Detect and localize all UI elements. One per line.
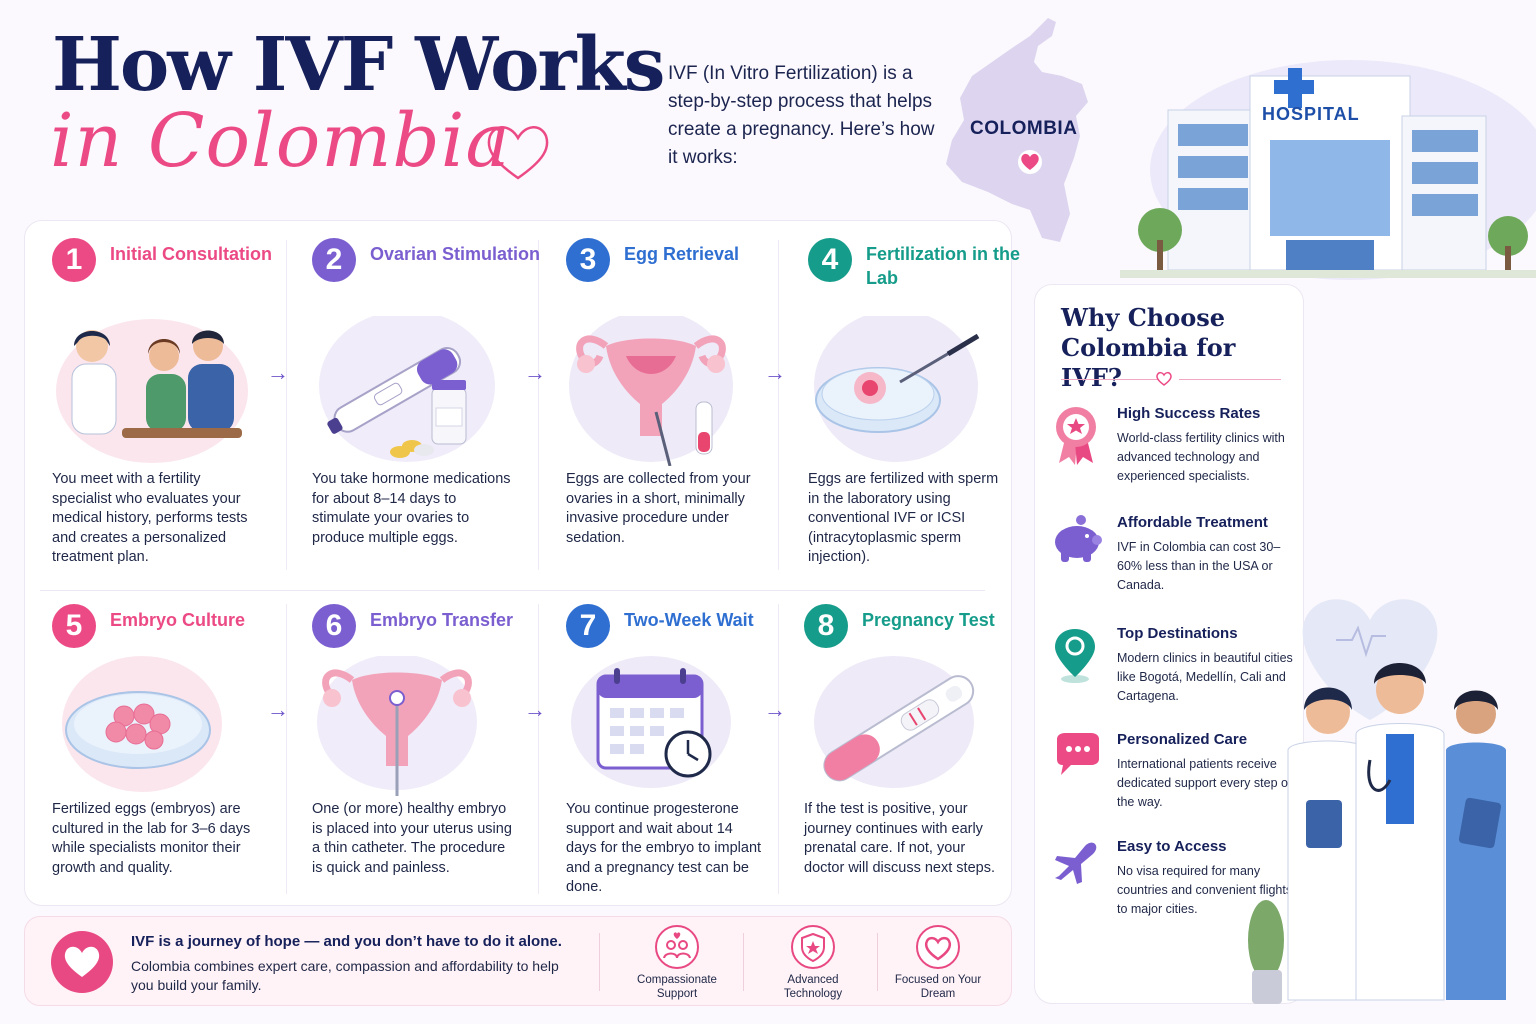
badge-label: Advanced Technology: [783, 974, 843, 1000]
airplane-icon: [1055, 842, 1097, 884]
award-ribbon-icon: [1056, 407, 1096, 465]
step-number: 1: [52, 238, 96, 282]
petri-dish-illustration: [814, 316, 980, 462]
heart-badge: [51, 931, 113, 993]
column-divider: [538, 240, 539, 570]
heart-icon: [64, 946, 100, 977]
arrow-right-icon: →: [764, 360, 786, 385]
title-divider: [1179, 379, 1281, 380]
step-title: Initial Consultation: [110, 244, 272, 264]
why-item-text: World-class fertility clinics with advan…: [1117, 431, 1285, 483]
badge-label: Compassionate Support: [637, 974, 717, 1000]
step-description: Eggs are fertilized with sperm in the la…: [808, 471, 999, 565]
transfer-illustration: [317, 656, 477, 796]
step-number: 6: [312, 604, 356, 648]
consultation-illustration: [56, 319, 248, 463]
banner-text: Colombia combines expert care, compassio…: [131, 958, 559, 993]
why-title: Why Choose Colombia for IVF?: [1061, 303, 1236, 392]
step-number: 8: [804, 604, 848, 648]
step-description: Eggs are collected from your ovaries in …: [566, 471, 751, 546]
heart-outline-icon: [1156, 371, 1172, 386]
column-divider: [286, 604, 287, 894]
step-number: 4: [808, 238, 852, 282]
step-title: Egg Retrieval: [624, 244, 740, 264]
badge-focused-on-your-dream: Focused on Your Dream: [883, 925, 993, 1001]
page-title: How IVF Works: [52, 22, 665, 108]
step-description: If the test is positive, your journey co…: [804, 801, 995, 876]
step-description: You continue progesterone support and wa…: [566, 801, 762, 895]
step-title: Ovarian Stimulation: [370, 244, 541, 264]
arrow-right-icon: →: [267, 697, 289, 722]
step-number: 2: [312, 238, 356, 282]
hospital-building-illustration: [1120, 60, 1536, 280]
step-description: One (or more) healthy embryo is placed i…: [312, 801, 512, 876]
calendar-illustration: [571, 656, 731, 788]
why-item-text: IVF in Colombia can cost 30–60% less tha…: [1117, 540, 1281, 592]
column-divider: [778, 604, 779, 894]
badge-label: Focused on Your Dream: [894, 974, 982, 1000]
colombia-map-illustration: [946, 18, 1088, 242]
badge-compassionate-support: Compassionate Support: [622, 925, 732, 1001]
medical-team-illustration: [1248, 599, 1506, 1004]
step-title: Two-Week Wait: [624, 610, 754, 630]
embryo-dish-illustration: [62, 656, 222, 792]
intro-text: IVF (In Vitro Fertilization) is a step-b…: [668, 63, 935, 168]
column-divider: [538, 604, 539, 894]
column-divider: [286, 240, 287, 570]
step-title: Embryo Transfer: [370, 610, 514, 630]
arrow-right-icon: →: [764, 697, 786, 722]
banner-title: IVF is a journey of hope — and you don’t…: [131, 933, 562, 950]
step-title: Pregnancy Test: [862, 610, 995, 630]
heart-icon: [924, 936, 952, 961]
why-item-text: Modern clinics in beautiful cities like …: [1117, 651, 1293, 703]
column-divider: [778, 240, 779, 570]
why-item-text: No visa required for many countries and …: [1117, 864, 1293, 916]
banner-divider: [743, 933, 744, 991]
arrow-right-icon: →: [267, 360, 289, 385]
hospital-sign: HOSPITAL: [1262, 104, 1360, 124]
banner-divider: [877, 933, 878, 991]
why-item-text: International patients receive dedicated…: [1117, 757, 1292, 809]
banner-divider: [599, 933, 600, 991]
why-item-title: Easy to Access: [1117, 838, 1227, 855]
step-description: Fertilized eggs (embryos) are cultured i…: [52, 801, 251, 876]
step-number: 7: [566, 604, 610, 648]
arrow-right-icon: →: [524, 697, 546, 722]
why-item-title: Affordable Treatment: [1117, 514, 1268, 531]
heart-outline-icon: [487, 126, 549, 180]
piggy-bank-icon: [1055, 515, 1102, 562]
row-divider: [40, 590, 985, 591]
why-choose-card: Why Choose Colombia for IVF? High Succes…: [1034, 284, 1304, 1004]
why-item-title: Top Destinations: [1117, 625, 1238, 642]
badge-advanced-technology: Advanced Technology: [758, 925, 868, 1001]
injection-pen-illustration: [319, 316, 495, 462]
step-description: You take hormone medications for about 8…: [312, 471, 511, 546]
step-number: 3: [566, 238, 610, 282]
map-label: COLOMBIA: [970, 118, 1078, 139]
map-pin-icon: [1055, 629, 1095, 683]
hope-banner: IVF is a journey of hope — and you don’t…: [24, 916, 1012, 1006]
step-number: 5: [52, 604, 96, 648]
uterus-illustration: [569, 316, 733, 466]
page-subtitle: in Colombia: [50, 98, 511, 184]
chat-bubble-icon: [1057, 733, 1099, 775]
step-description: You meet with a fertility specialist who…: [52, 471, 248, 565]
people-heart-icon: [663, 932, 691, 959]
why-item-title: Personalized Care: [1117, 731, 1248, 748]
step-title: Embryo Culture: [110, 610, 246, 630]
arrow-right-icon: →: [524, 360, 546, 385]
step-title: Fertilization in the Lab: [866, 244, 1021, 288]
title-divider: [1061, 379, 1159, 380]
pregnancy-test-illustration: [814, 656, 975, 788]
why-item-title: High Success Rates: [1117, 405, 1261, 422]
shield-star-icon: [801, 932, 825, 963]
